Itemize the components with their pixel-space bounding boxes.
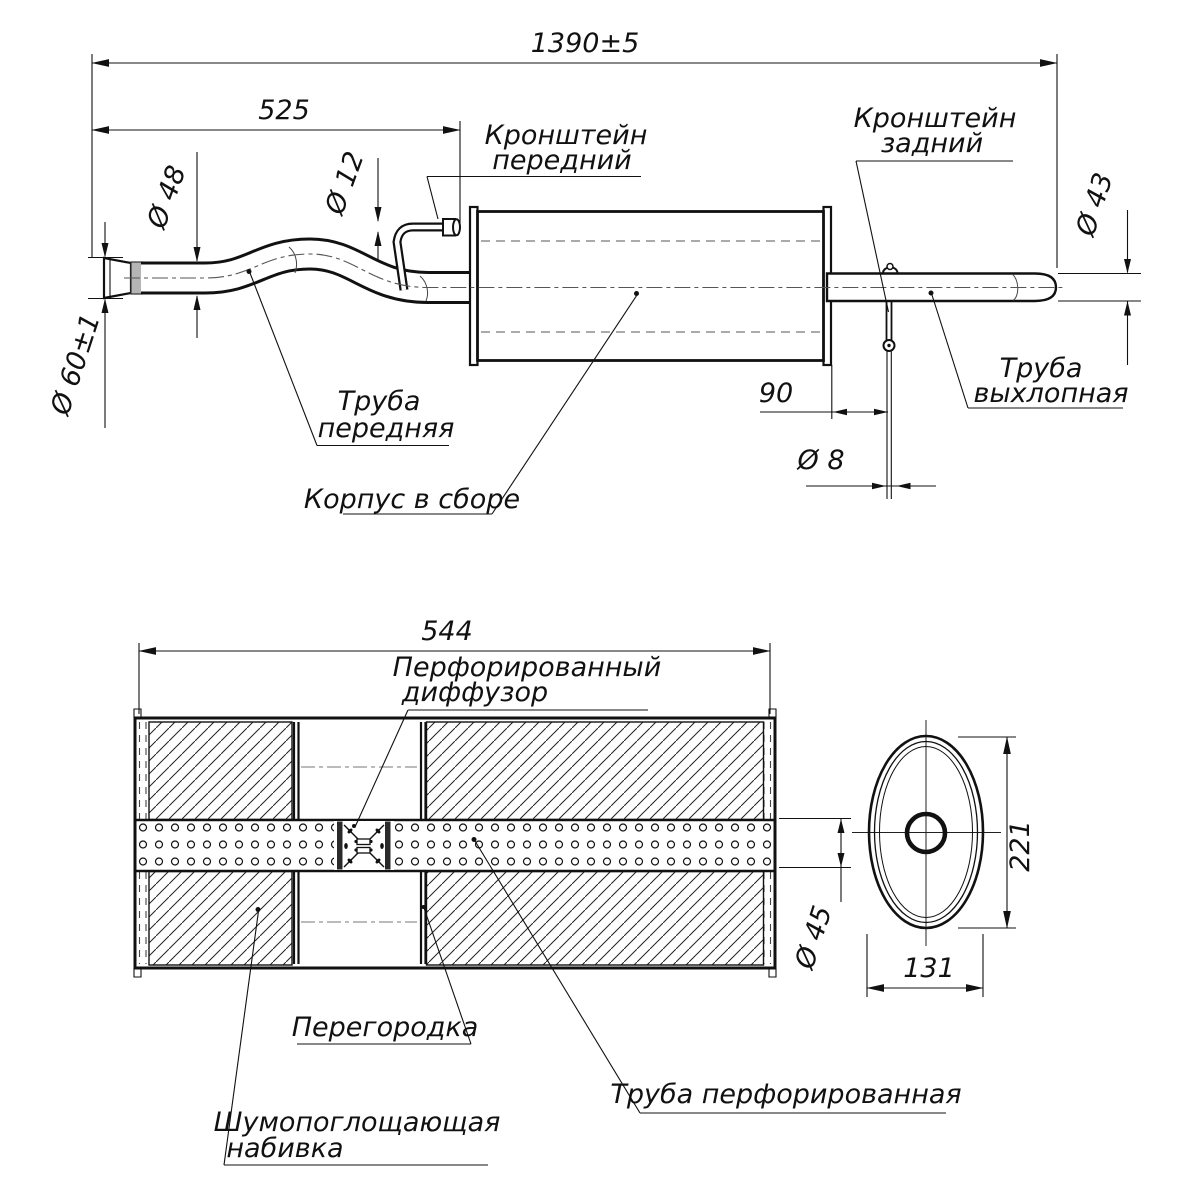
oval-end-view [852, 720, 1001, 946]
pipe-seam [419, 275, 429, 302]
muffler-body [468, 205, 833, 367]
dim-front-pipe-dia-text: Ø 48 [141, 162, 192, 234]
front-pipe [141, 237, 476, 304]
dim-inlet-dia-text: Ø 60±1 [45, 310, 107, 419]
label-front-bracket-line2: передний [492, 145, 631, 176]
seam-tab [133, 708, 142, 718]
dim-front-pipe-length-text: 525 [258, 95, 310, 126]
rear-bracket [882, 262, 899, 499]
label-partition-text: Перегородка [292, 1012, 479, 1043]
label-body-assembly: Корпус в сборе [304, 291, 639, 515]
label-perforated-pipe: Труба перфорированная [471, 837, 962, 1114]
outlet-hole [904, 811, 948, 855]
label-diffuser-line2: диффузор [401, 677, 548, 708]
partitions [292, 722, 427, 964]
label-stuffing: Шумопоглощающая набивка [214, 907, 501, 1166]
stuffing-blocks [148, 721, 765, 966]
muffler-section-view: 544 Ø 45 221 [133, 616, 1036, 1166]
label-perforated-pipe-text: Труба перфорированная [610, 1079, 961, 1110]
front-bracket [392, 218, 461, 291]
label-front-bracket-line1: Кронштейн [485, 120, 648, 151]
dim-pipe-dia: Ø 45 [779, 817, 851, 974]
pipe-seam [288, 246, 298, 274]
dim-rear-rod-dia: Ø 8 [796, 445, 936, 490]
label-stuffing-line2: набивка [226, 1133, 343, 1164]
dim-outlet-pipe-dia: Ø 43 [1058, 169, 1141, 365]
label-exhaust-pipe-line2: выхлопная [973, 378, 1128, 409]
label-rear-bracket-line1: Кронштейн [854, 103, 1017, 134]
label-front-pipe-line1: Труба [338, 386, 421, 417]
seam-tab [768, 708, 777, 718]
label-front-bracket: Кронштейн передний [426, 120, 648, 220]
dim-shell-height-text: 221 [1005, 820, 1036, 872]
label-diffuser: Перфорированный диффузор [352, 652, 661, 828]
dim-rear-bracket-offset-text: 90 [759, 378, 793, 409]
dim-rear-rod-dia-text: Ø 8 [796, 445, 844, 476]
label-partition: Перегородка [292, 905, 479, 1045]
dim-bracket-rod-dia-text: Ø 12 [319, 148, 370, 220]
dim-overall-length-text: 1390±5 [531, 28, 640, 59]
label-front-pipe-line2: передняя [318, 413, 455, 444]
dim-front-pipe-dia: Ø 48 [141, 152, 201, 338]
dim-front-pipe-length: 525 [91, 95, 461, 223]
shell [476, 210, 825, 362]
dim-outlet-pipe-dia-text: Ø 43 [1070, 169, 1120, 241]
seam-tab [768, 968, 777, 978]
dim-shell-width-text: 131 [903, 953, 955, 984]
label-body-assembly-text: Корпус в сборе [304, 484, 520, 515]
label-diffuser-line1: Перфорированный [393, 652, 662, 683]
seam-tab [133, 968, 142, 978]
dim-shell-height: 221 [958, 736, 1036, 929]
centerline [124, 253, 1064, 289]
dim-shell-width: 131 [866, 934, 984, 997]
label-rear-bracket: Кронштейн задний [854, 103, 1017, 313]
dim-body-length: 544 [138, 616, 771, 714]
dim-overall-length: 1390±5 [91, 28, 1058, 268]
perforated-pipe [136, 818, 774, 873]
dim-body-length-text: 544 [421, 616, 473, 647]
perforated-diffuser [334, 821, 394, 870]
dim-rear-bracket-offset: 90 [759, 365, 888, 419]
label-rear-bracket-line2: задний [881, 128, 983, 159]
label-front-pipe: Труба передняя [246, 269, 455, 447]
label-exhaust-pipe: Труба выхлопная [928, 290, 1129, 409]
dim-inlet-dia: Ø 60±1 [45, 222, 123, 428]
label-exhaust-pipe-line1: Труба [1000, 353, 1083, 384]
label-stuffing-line1: Шумопоглощающая [214, 1107, 501, 1138]
assembly-side-view: 1390±5 525 Ø 48 Ø 12 [45, 28, 1141, 515]
dim-pipe-dia-text: Ø 45 [789, 902, 839, 974]
